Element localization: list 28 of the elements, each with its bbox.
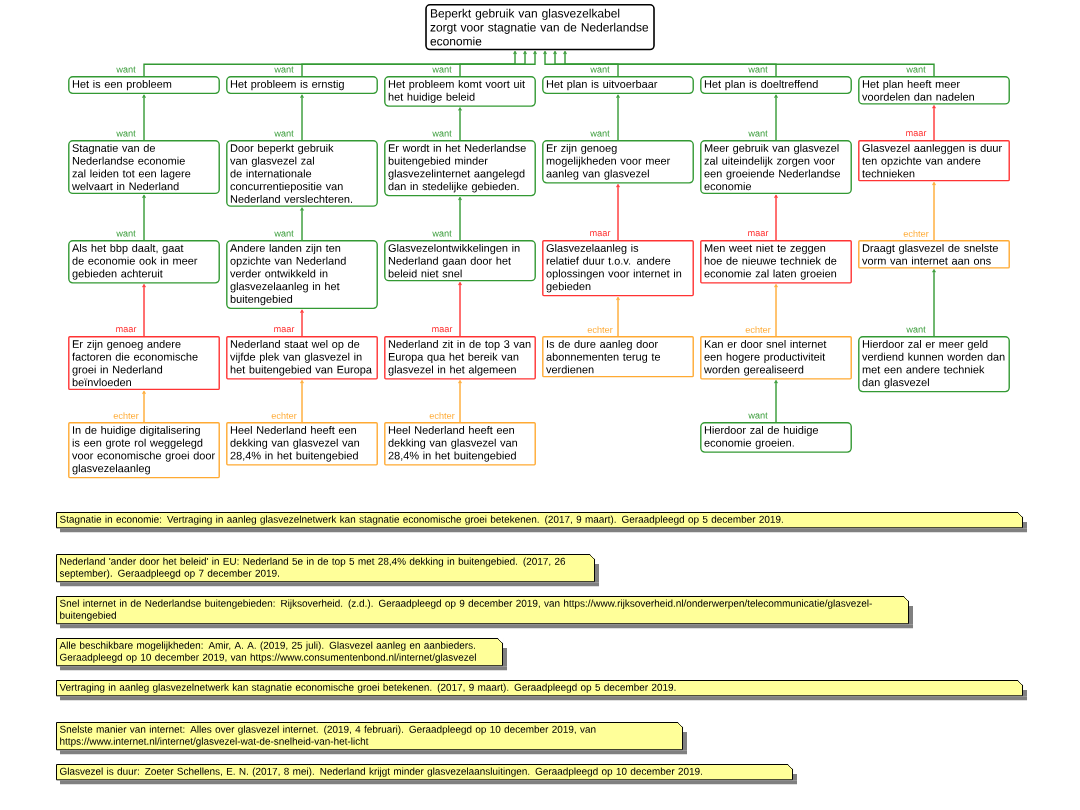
connector	[616, 94, 620, 141]
connector	[616, 296, 620, 337]
connector	[932, 181, 936, 241]
connector	[458, 379, 462, 423]
connector	[143, 50, 517, 77]
connector	[458, 107, 462, 141]
connector	[563, 50, 935, 77]
connector	[142, 283, 146, 337]
connector	[774, 379, 778, 423]
connector	[301, 50, 527, 77]
connector	[774, 94, 778, 141]
connector	[142, 94, 146, 141]
connector	[300, 207, 304, 241]
connector	[616, 183, 620, 241]
connector	[774, 283, 778, 337]
connector	[543, 50, 619, 77]
connector	[300, 94, 304, 141]
connector	[300, 309, 304, 337]
connector	[774, 194, 778, 241]
connector	[142, 194, 146, 241]
connector	[300, 379, 304, 423]
connector	[458, 281, 462, 337]
connector	[932, 105, 936, 141]
connector	[458, 196, 462, 241]
connector	[459, 50, 537, 77]
connector	[932, 269, 936, 337]
connector	[142, 390, 146, 423]
connector	[553, 50, 777, 77]
